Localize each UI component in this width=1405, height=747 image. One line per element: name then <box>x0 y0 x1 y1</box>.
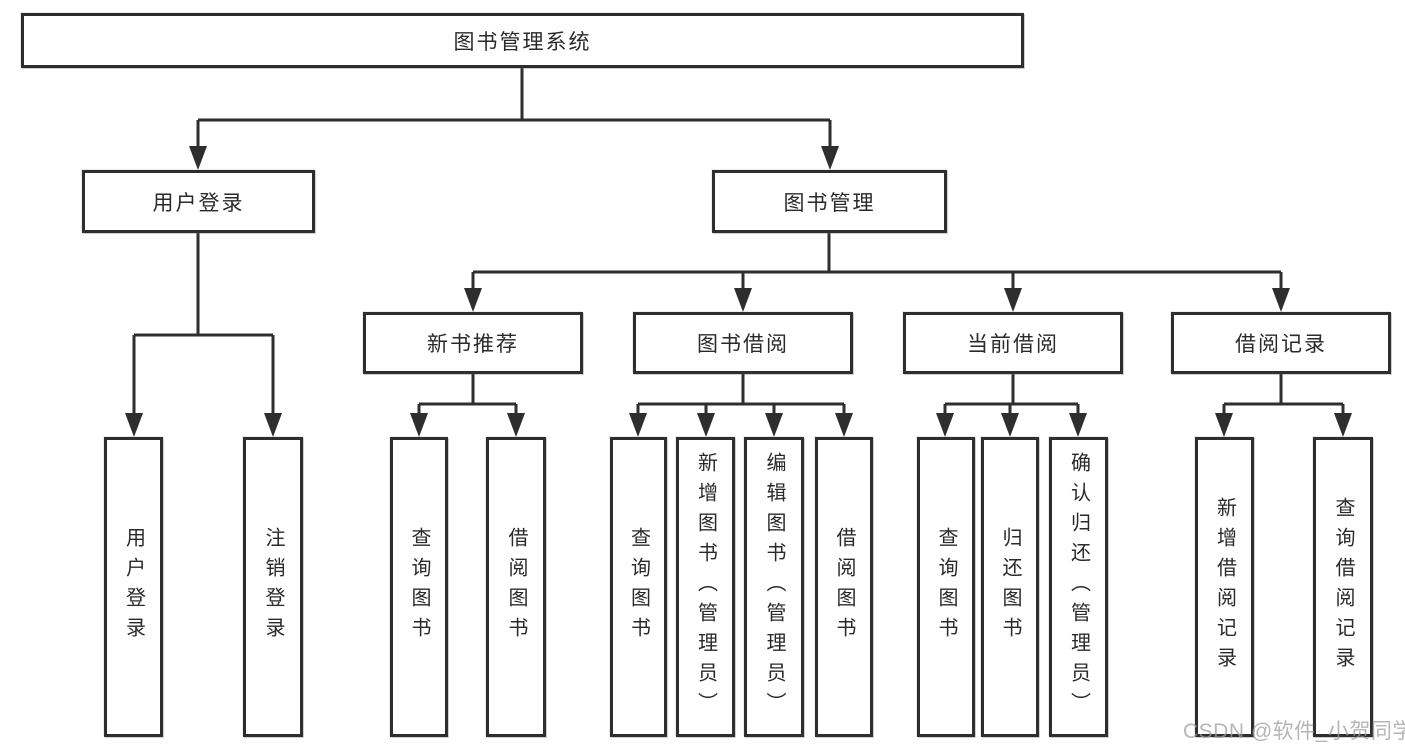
leaf-br-add-record: 新增借阅记录 <box>1195 437 1254 737</box>
node-root-label: 图书管理系统 <box>453 30 592 54</box>
node-new-book-rec: 新书推荐 <box>363 312 583 374</box>
connector-book-borrow-children <box>629 374 853 437</box>
leaf-rec-query-book: 查询图书 <box>390 437 448 737</box>
node-borrow-record-label: 借阅记录 <box>1235 333 1327 356</box>
connector-root-to-branches <box>189 68 839 170</box>
node-borrow-record: 借阅记录 <box>1171 312 1391 374</box>
node-current-borrow-label: 当前借阅 <box>967 333 1059 356</box>
leaf-logout: 注销登录 <box>243 437 303 737</box>
leaf-cb-confirm-return: 确认归还（管理员） <box>1049 437 1108 737</box>
leaf-br-query-record: 查询借阅记录 <box>1313 437 1373 737</box>
leaf-rec-borrow-book: 借阅图书 <box>486 437 546 737</box>
connector-current-borrow-children <box>936 374 1087 437</box>
connector-user-login-children <box>125 233 282 437</box>
node-user-login-branch: 用户登录 <box>82 170 315 233</box>
leaf-cb-return-book-label: 归还图书 <box>999 527 1021 647</box>
connector-borrow-record-children <box>1215 374 1352 437</box>
node-user-login-branch-label: 用户登录 <box>152 191 245 215</box>
node-book-borrow: 图书借阅 <box>633 312 853 374</box>
leaf-cb-query-book: 查询图书 <box>917 437 975 737</box>
leaf-cb-confirm-return-label: 确认归还（管理员） <box>1067 452 1090 722</box>
node-book-borrow-label: 图书借阅 <box>697 333 789 356</box>
leaf-br-add-record-label: 新增借阅记录 <box>1213 497 1236 677</box>
leaf-cb-return-book: 归还图书 <box>981 437 1039 737</box>
leaf-br-query-record-label: 查询借阅记录 <box>1332 497 1354 677</box>
node-current-borrow: 当前借阅 <box>903 312 1123 374</box>
leaf-bb-query-book-label: 查询图书 <box>627 527 650 647</box>
leaf-bb-edit-book-label: 编辑图书（管理员） <box>763 452 785 722</box>
node-book-mgmt-branch: 图书管理 <box>712 170 947 233</box>
leaf-logout-label: 注销登录 <box>262 527 284 647</box>
leaf-rec-query-book-label: 查询图书 <box>408 527 430 647</box>
leaf-bb-query-book: 查询图书 <box>610 437 667 737</box>
leaf-bb-borrow-book-label: 借阅图书 <box>833 527 855 647</box>
leaf-user-login: 用户登录 <box>104 437 163 737</box>
leaf-bb-add-book-label: 新增图书（管理员） <box>694 452 717 722</box>
connector-new-book-children <box>410 374 525 437</box>
connector-book-mgmt-children <box>464 233 1290 312</box>
leaf-user-login-label: 用户登录 <box>122 527 145 647</box>
leaf-bb-edit-book: 编辑图书（管理员） <box>744 437 804 737</box>
leaf-cb-query-book-label: 查询图书 <box>935 527 957 647</box>
node-root-system: 图书管理系统 <box>21 13 1024 68</box>
leaf-bb-borrow-book: 借阅图书 <box>815 437 873 737</box>
node-new-book-rec-label: 新书推荐 <box>427 333 519 356</box>
leaf-bb-add-book: 新增图书（管理员） <box>676 437 735 737</box>
node-book-mgmt-branch-label: 图书管理 <box>783 191 876 215</box>
csdn-watermark: CSDN @软件_小贺同学 <box>1183 720 1405 743</box>
leaf-rec-borrow-book-label: 借阅图书 <box>505 527 527 647</box>
